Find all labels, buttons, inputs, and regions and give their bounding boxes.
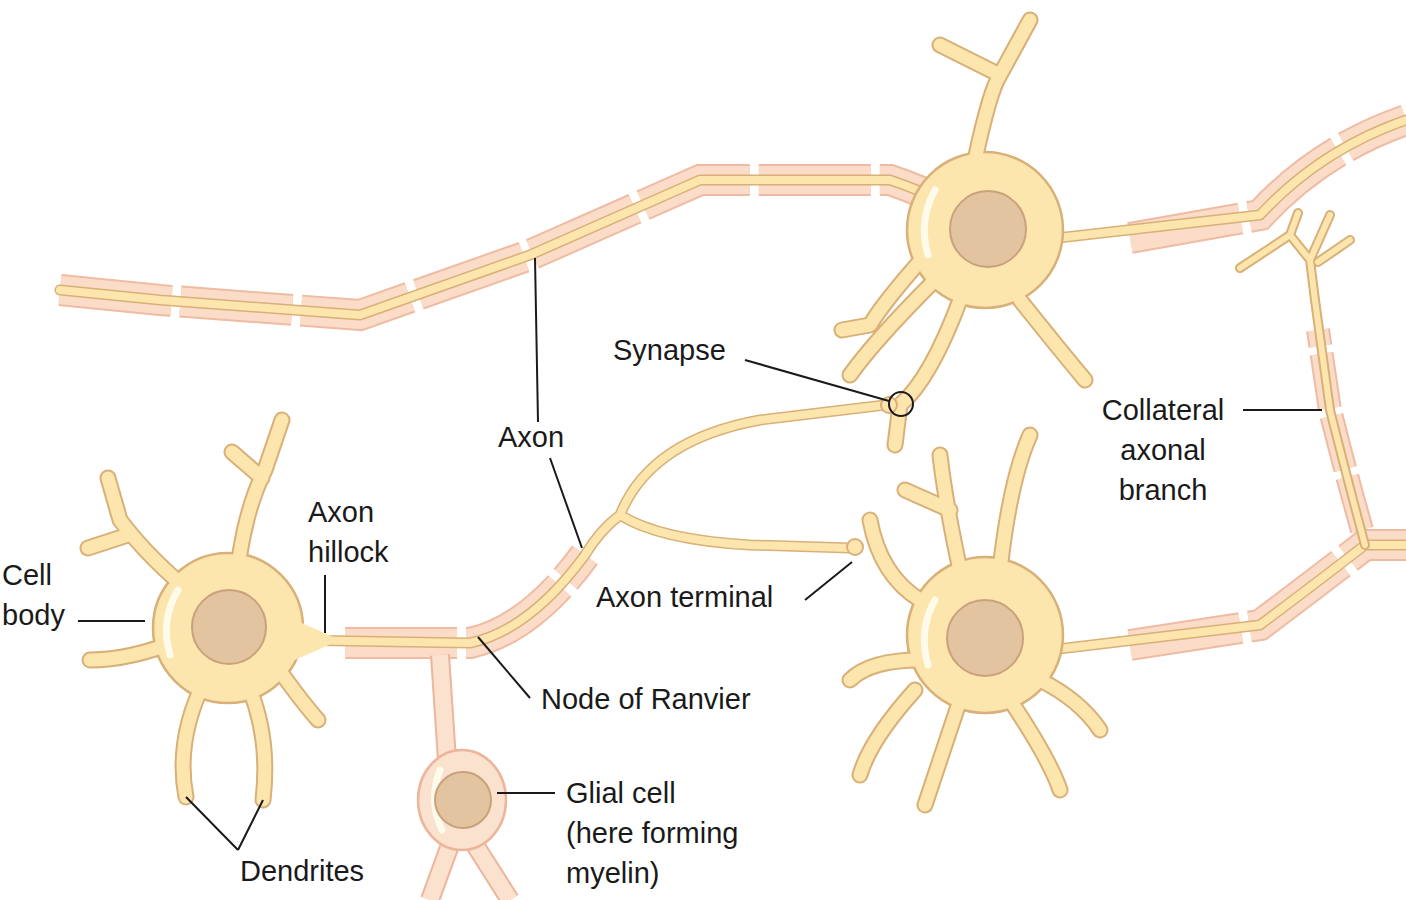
glial-cell	[418, 655, 510, 900]
neurons	[88, 20, 1365, 805]
part-label: Dendrites	[240, 851, 364, 891]
part-label: Glial cell (here forming myelin)	[566, 773, 738, 893]
part-label: Axon hillock	[308, 492, 389, 572]
part-label: Cell body	[2, 555, 65, 635]
part-label: Axon terminal	[596, 577, 773, 617]
part-label: Synapse	[613, 330, 726, 370]
part-label: Node of Ranvier	[541, 679, 751, 719]
part-label: Axon	[498, 417, 564, 457]
part-label: Collateral axonal branch	[1063, 390, 1263, 510]
leader-lines	[78, 258, 1322, 850]
